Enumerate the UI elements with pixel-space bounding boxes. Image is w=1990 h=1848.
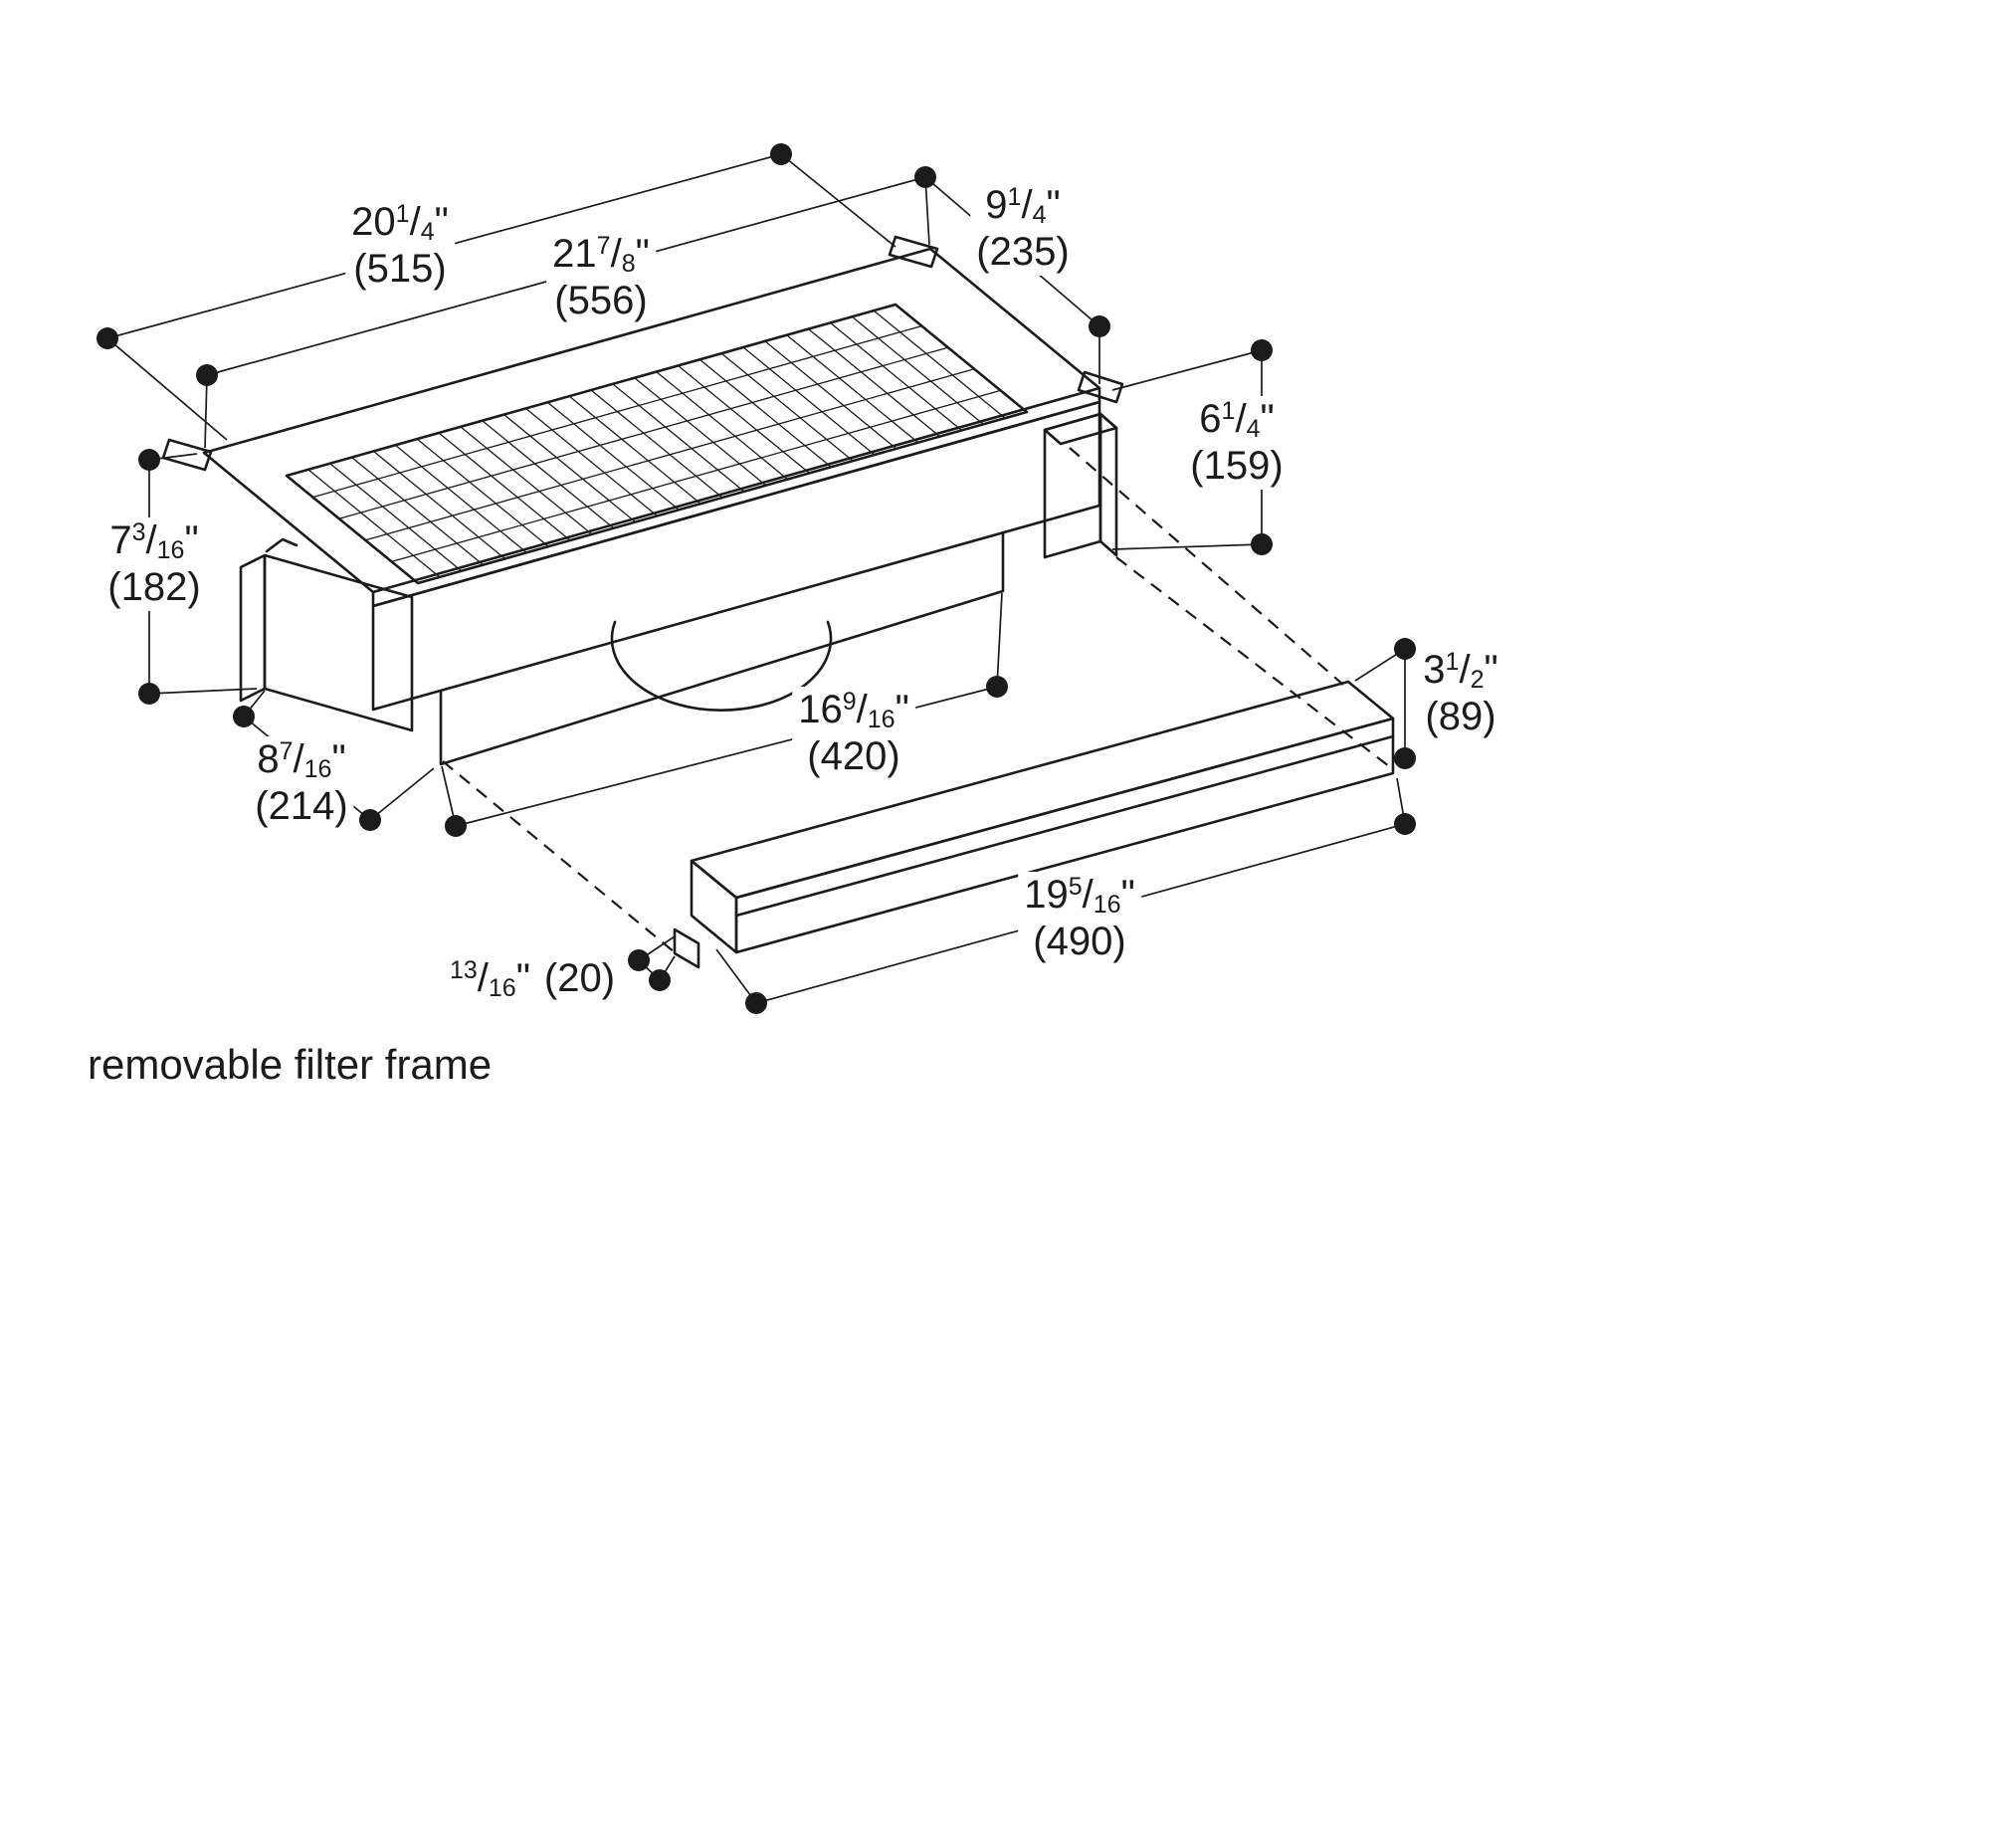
unit-outline <box>161 235 1395 969</box>
dimension-mm: (420) <box>807 734 900 779</box>
dimension-lines <box>106 153 1406 1004</box>
dimension-label-515: 201/4" (515) <box>345 199 455 294</box>
dimension-inches: 73/16" <box>109 518 199 564</box>
dashed-alignment-lines <box>442 447 1390 953</box>
dimension-mm: (515) <box>353 247 447 292</box>
drawing-caption: removable filter frame <box>88 1041 493 1089</box>
dimension-label-556: 217/8" (556) <box>546 231 656 325</box>
dimension-mm: (214) <box>255 784 348 829</box>
dimension-mm: (235) <box>976 230 1070 275</box>
dimension-label-420: 169/16" (420) <box>792 687 915 781</box>
dimension-label-235: 91/4" (235) <box>970 182 1076 277</box>
dimension-mm: (490) <box>1033 920 1126 964</box>
dimension-inches: 217/8" <box>552 232 650 278</box>
dimension-inches: 87/16" <box>257 737 346 783</box>
dimension-inches: 195/16" <box>1024 873 1135 919</box>
dimension-label-159: 61/4" (159) <box>1184 396 1290 491</box>
dimension-label-89: 31/2" (89) <box>1417 647 1504 741</box>
dimension-mm: (89) <box>1425 695 1496 739</box>
dimension-inches: 13/16"(20) <box>449 956 616 1002</box>
dimension-label-182: 73/16" (182) <box>101 517 207 612</box>
dimension-inches: 201/4" <box>351 200 449 246</box>
dimension-mm: (556) <box>554 279 648 323</box>
dimension-mm: (182) <box>107 565 201 610</box>
dimension-dots <box>97 143 1416 1014</box>
dimension-mm: (20) <box>543 956 616 1000</box>
grille-grid <box>307 309 1006 578</box>
dimension-inches: 169/16" <box>798 688 909 733</box>
dimension-inches: 91/4" <box>985 183 1061 229</box>
dimension-mm: (159) <box>1190 444 1284 489</box>
dimension-inches: 31/2" <box>1423 648 1498 694</box>
dimension-label-20: 13/16"(20) <box>443 955 622 1003</box>
dimension-label-490: 195/16" (490) <box>1018 872 1141 966</box>
dimension-inches: 61/4" <box>1199 397 1275 443</box>
dimension-label-214: 87/16" (214) <box>249 736 354 831</box>
